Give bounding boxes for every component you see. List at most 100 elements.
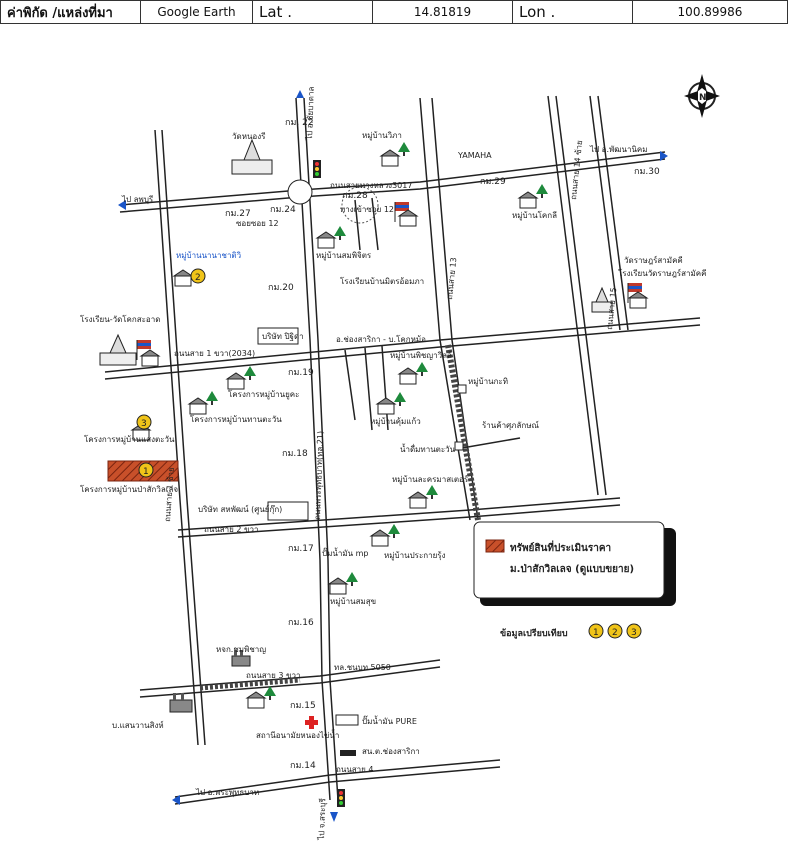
road-right-14 <box>547 95 599 496</box>
label-road-3: ถนนสาย 3 ขวา <box>246 671 300 680</box>
compare-marker-3 <box>626 623 642 639</box>
km-29: กม.29 <box>480 177 506 187</box>
label-village-plan: หมู่บ้านสมพิจิตร <box>316 251 372 261</box>
label-company: บริษัท ปิฐิดา <box>262 332 304 341</box>
km-17: กม.17 <box>288 544 314 554</box>
gas-icon-small <box>457 384 467 394</box>
km-28: กม.28 <box>342 191 368 201</box>
label-project-yu: โครงการหมู่บ้านยูคะ <box>228 389 299 400</box>
soi-circle <box>341 186 379 224</box>
hospital-icon <box>305 716 318 729</box>
road-dashed <box>445 344 481 521</box>
arrow-phatthana-icon <box>660 151 668 161</box>
km-19: กม.19 <box>288 368 314 378</box>
arrow-chaibadan-icon <box>296 90 304 98</box>
company-building <box>257 327 299 345</box>
road-highway-21-b <box>303 97 339 801</box>
marker-3[interactable] <box>136 414 152 430</box>
compare-legend: ข้อมูลเปรียบเทียบ 1 2 3 <box>500 623 642 639</box>
label-road-right-a: ถนนสาย 13 <box>445 257 458 300</box>
label-road-4: ถนนสาย 4 <box>336 765 373 774</box>
traffic-light-icon <box>337 789 345 807</box>
label-road-5050: ทล.ชนบท.5050 <box>334 663 391 672</box>
compare-marker-3-label: 3 <box>631 628 637 638</box>
km-markers: กม. 22 กม.27 กม.24 กม.28 กม.29 กม.30 กม.… <box>225 118 660 771</box>
legend-box <box>473 521 665 599</box>
road-soi-a <box>344 349 356 421</box>
road-soi-12 <box>354 199 361 251</box>
label-school-top: โรงเรียนบ้านมิตรอ้อมภา <box>340 276 424 286</box>
label-road-right-b: ถนนสาย 14 ซ้าย <box>569 140 584 200</box>
legend-title: ทรัพย์สินที่ประเมินราคา <box>510 540 611 554</box>
label-ban-phimai: หมู่บ้านวิภา <box>362 131 402 141</box>
house-icon <box>398 209 418 227</box>
km-27: กม.27 <box>225 209 251 219</box>
road-4-b <box>174 766 501 805</box>
marker-1-label: 1 <box>143 467 149 477</box>
road-upper-b <box>119 158 666 213</box>
marker-1[interactable] <box>138 462 154 478</box>
label-to-phra: ไป อ.พระพุทธบาท <box>195 788 259 797</box>
label-ban-lakh: หมู่บ้านละครมาสเตอร์ <box>392 474 469 485</box>
water-icon-small <box>454 441 464 451</box>
marker-2-label: 2 <box>195 273 201 283</box>
label-ban-khum: หมู่บ้านคุ้มแก้ว <box>370 417 421 427</box>
label-project-saeng: โครงการหมู่บ้านแสงตะวัน <box>84 434 175 445</box>
label-road-2: ถนนสาย 2 ขวา <box>204 525 258 534</box>
label-soi12-b: ทางเข้าซอย 12 <box>340 205 394 214</box>
road-4 <box>174 759 501 798</box>
legend: ทรัพย์สินที่ประเมินราคา ม.ป่าสักวิลเลจ (… <box>473 521 676 606</box>
marker-3-label: 3 <box>141 419 147 429</box>
road-right-13-b <box>431 97 479 521</box>
roundabout <box>287 179 313 205</box>
label-to-phatthana: ไป อ.พัฒนานิคม <box>589 145 648 154</box>
road-right-15-b <box>597 95 629 331</box>
lon-value: 100.89986 <box>677 5 743 19</box>
coordinate-header: ค่าพิกัด /แหล่งที่มา Google Earth Lat . … <box>0 0 788 24</box>
road-left <box>154 129 199 746</box>
road-right-15 <box>589 95 621 331</box>
label-ban-somsuk: หมู่บ้านสมสุข <box>330 597 376 607</box>
place-labels: วัดหนองรี หมู่บ้านวิภา YAMAHA ไป อ.พัฒนา… <box>80 86 706 841</box>
label-to-lopburi: ไป ลพบุรี <box>121 195 154 204</box>
police-icon <box>340 750 356 756</box>
label-ban-khok: หมู่บ้านโคกลี <box>512 210 557 221</box>
label-ban-krathin: หมู่บ้านกะทิ <box>468 377 508 387</box>
road-upper <box>119 151 666 206</box>
label-school-left: โรงเรียน-วัดโคกสะอาด <box>80 314 160 324</box>
road-3 <box>139 659 441 691</box>
label-ban-prakai: หมู่บ้านประกายรุ้ง <box>384 551 446 561</box>
label-wat-right: วัดราษฎร์สามัคคี <box>624 255 683 265</box>
house-icon <box>628 291 648 309</box>
roads <box>104 95 701 805</box>
road-dashed-2 <box>199 677 301 691</box>
km-30: กม.30 <box>634 167 660 177</box>
label-wat-top: วัดหนองรี <box>232 132 266 141</box>
temple-icon <box>99 333 137 366</box>
legend-subtitle: ม.ป่าสักวิลเลจ (ดูแบบขยาย) <box>510 563 634 576</box>
label-school-right: โรงเรียนวัดราษฎร์สามัคคี <box>618 268 706 278</box>
label-gas-pure: ปั๊มน้ำมัน PURE <box>362 715 417 726</box>
label-to-saraburi: ไป จ.สระบุรี <box>317 797 328 841</box>
lon-label: Lon . <box>513 1 633 23</box>
label-project-phan: โครงการหมู่บ้านทานตะวัน <box>190 414 282 425</box>
location-map: N <box>80 74 720 841</box>
label-to-chaibadan: ไป อ.ชัยบาดาล <box>305 86 316 141</box>
label-mill: บ.แสนวานสิงห์ <box>112 720 164 730</box>
marker-2[interactable] <box>190 268 206 284</box>
label-police: สน.ต.ช่องสาริกา <box>362 747 420 756</box>
road-right-14-b <box>555 95 607 496</box>
road-right-13 <box>419 97 471 521</box>
road-soi-2 <box>177 497 621 531</box>
km-16: กม.16 <box>288 618 314 628</box>
label-highway-21: ถนนพระพุทธบาท(ทล.21) <box>313 431 325 520</box>
flag-icon <box>394 202 409 222</box>
road-3-b <box>139 666 441 698</box>
compass-icon: N <box>684 74 720 118</box>
factory-icon <box>169 693 193 713</box>
comparison-markers: 1 2 3 <box>136 268 206 478</box>
compare-marker-2-label: 2 <box>612 628 618 638</box>
label-road-right-c: ถนนสาย 15 <box>605 287 618 330</box>
label-nam-tham: น้ำดื่มทานตะวัน <box>400 443 456 454</box>
label-yamaha: YAMAHA <box>457 151 492 160</box>
